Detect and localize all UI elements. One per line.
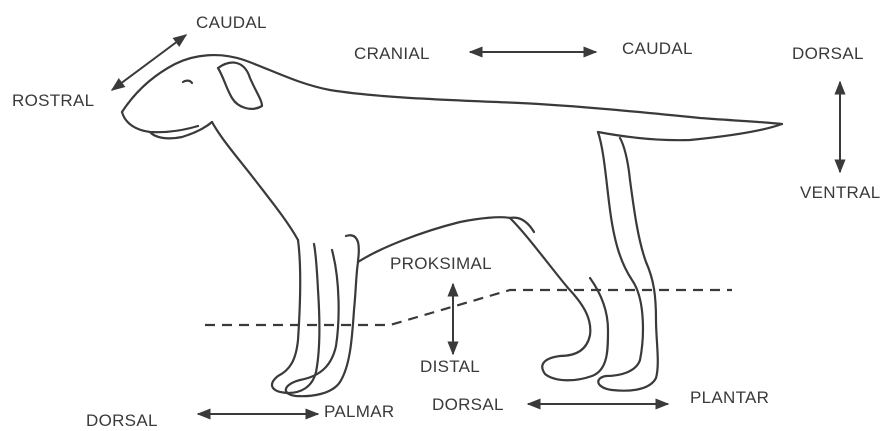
label-caudal-head: CAUDAL — [196, 14, 267, 31]
proximal-distal-dashed-line — [205, 290, 732, 325]
dog-hind-leg-left — [510, 218, 608, 380]
label-cranial: CRANIAL — [354, 45, 430, 62]
label-dorsal-right: DORSAL — [792, 45, 864, 62]
label-dorsal-fore: DORSAL — [86, 412, 158, 429]
label-plantar: PLANTAR — [690, 389, 769, 406]
dog-front-leg-right — [286, 250, 358, 396]
dog-neck-outline — [212, 122, 298, 240]
label-dorsal-hind: DORSAL — [432, 396, 504, 413]
dog-front-leg-left — [272, 240, 319, 393]
label-rostral: ROSTRAL — [12, 92, 94, 109]
label-palmar: PALMAR — [324, 403, 394, 420]
dog-chest-outline — [346, 235, 359, 262]
dog-tail-outline — [598, 124, 782, 140]
label-proksimal: PROKSIMAL — [390, 255, 492, 272]
label-distal: DISTAL — [420, 358, 480, 375]
label-caudal-top: CAUDAL — [622, 40, 693, 57]
dog-muzzle-outline — [122, 112, 198, 132]
label-ventral: VENTRAL — [800, 184, 881, 201]
dog-ear-outline — [218, 63, 262, 109]
dog-eye — [183, 81, 192, 83]
